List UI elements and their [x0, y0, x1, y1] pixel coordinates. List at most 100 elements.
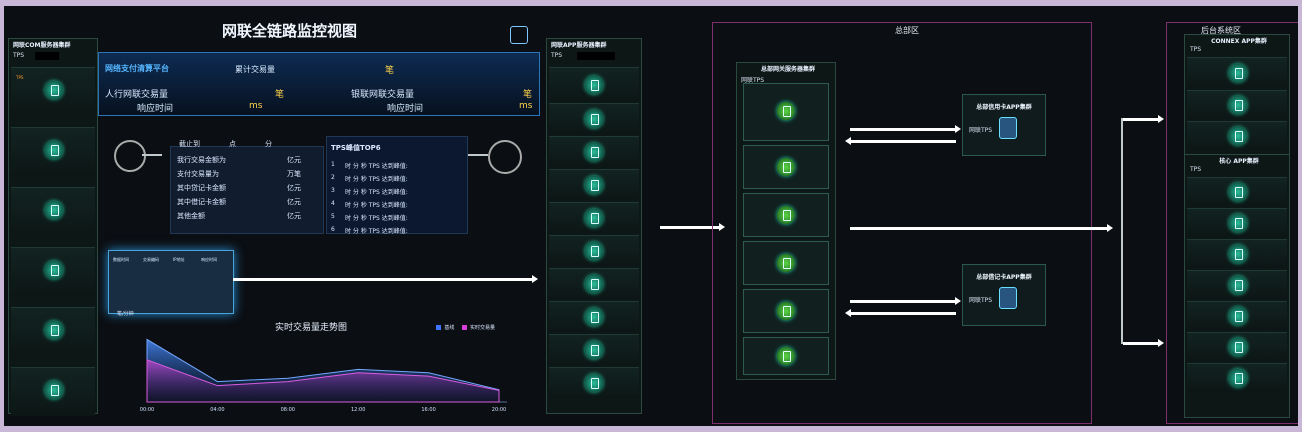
- server-icon: [585, 209, 603, 227]
- zone-title: 总部区: [895, 26, 919, 35]
- gateway-to-debit-arrow: [850, 297, 961, 305]
- server-icon: [585, 176, 603, 194]
- server-icon: [45, 81, 63, 99]
- core-row: [1187, 208, 1287, 237]
- app-server-row: [549, 202, 639, 233]
- credit-title: 总部信用卡APP集群: [976, 104, 1032, 111]
- cumulative-unit: 笔: [385, 66, 395, 76]
- left-panel-title: 网联COM服务器集群: [13, 42, 71, 49]
- left-tps-label: TPS: [13, 52, 25, 59]
- gateway-to-credit-arrow: [850, 125, 961, 133]
- top6-row-rank: 2: [331, 174, 335, 181]
- debit-app-icon: [999, 287, 1017, 309]
- server-icon: [585, 242, 603, 260]
- debit-tps-label: 网联TPS: [969, 297, 993, 304]
- summary-row-label: 支付交易量为: [177, 170, 219, 178]
- app-server-row: [549, 334, 639, 365]
- top6-row-rank: 4: [331, 200, 335, 207]
- gateway-row: [743, 241, 829, 285]
- app-tps-label: TPS: [551, 52, 563, 59]
- gateway-row: [743, 193, 829, 237]
- top6-row-rank: 1: [331, 161, 335, 168]
- gateway-cluster: 总部网关服务器集群 网联TPS: [736, 62, 836, 380]
- gateway-icon: [777, 158, 795, 176]
- gateway-row: [743, 289, 829, 333]
- transaction-detail-box: 数据时间 交易编码 IP地址 响应时间: [108, 250, 234, 314]
- money-icon: [114, 140, 146, 172]
- detail-header-response: 响应时间: [201, 257, 217, 262]
- left-volume-label: 人行网联交易量: [105, 90, 169, 100]
- summary-row-label: 我行交易金额为: [177, 156, 226, 164]
- summary-row-label: 其中借记卡金额: [177, 198, 226, 206]
- backend-connector: [1121, 118, 1123, 344]
- app-server-row: [549, 301, 639, 332]
- top6-row-text: 时 分 秒 TPS 达到峰值:: [345, 215, 408, 222]
- debit-card-app-cluster: 总部借记卡APP集群 网联TPS: [962, 264, 1046, 326]
- credit-to-gateway-arrow: [845, 137, 956, 145]
- gateway-icon: [777, 254, 795, 272]
- summary-row-unit: 亿元: [287, 198, 301, 206]
- legend-baseline: 基线: [444, 325, 455, 331]
- gateway-title: 总部网关服务器集群: [760, 66, 815, 73]
- summary-panel: 截止到 点 分 我行交易金额为 亿元 支付交易量为 万笔 其中贷记卡金额 亿元 …: [170, 140, 324, 234]
- left-row-indicator: TPS: [16, 75, 24, 80]
- connex-tps-label: TPS: [1190, 46, 1202, 53]
- connex-row: [1187, 57, 1287, 88]
- server-icon: [585, 110, 603, 128]
- top6-row-text: 时 分 秒 TPS 达到峰值:: [345, 176, 408, 183]
- chart-icon: [488, 140, 522, 174]
- server-icon: [45, 261, 63, 279]
- platform-summary: 网络支付清算平台 累计交易量 笔 人行网联交易量 笔 响应时间 ms 银联网联交…: [98, 52, 540, 116]
- server-icon: [45, 141, 63, 159]
- backend-arrow-bottom: [1123, 339, 1164, 347]
- core-title: 核心 APP集群: [1219, 158, 1259, 165]
- app-to-zone-arrow: [660, 223, 725, 231]
- debit-to-gateway-arrow: [845, 309, 956, 317]
- left-tps-value: [35, 52, 59, 60]
- gateway-icon: [777, 206, 795, 224]
- top6-title: TPS峰值TOP6: [331, 144, 381, 152]
- dashboard-title: 网联全链路监控视图: [222, 22, 358, 40]
- top6-row-text: 时 分 秒 TPS 达到峰值:: [345, 163, 408, 170]
- debit-title: 总部借记卡APP集群: [976, 274, 1032, 281]
- server-icon: [585, 308, 603, 326]
- app-server-row: [549, 103, 639, 134]
- app-server-row: [549, 367, 639, 398]
- server-icon: [1229, 183, 1247, 201]
- backend-zone-title: 后台系统区: [1201, 26, 1241, 35]
- tps-top6-panel: TPS峰值TOP6 1 时 分 秒 TPS 达到峰值: 2 时 分 秒 TPS …: [326, 136, 468, 235]
- trend-tick-label: 04:00: [210, 407, 224, 413]
- trend-tick-label: 16:00: [421, 407, 435, 413]
- summary-row-label: 其他金额: [177, 212, 205, 220]
- left-server-row: [11, 187, 95, 236]
- detail-header-code: 交易编码: [143, 257, 159, 262]
- trend-realtime-series: [146, 359, 500, 403]
- trend-ylabel: 笔/分钟: [117, 311, 134, 317]
- left-volume-unit: 笔: [275, 90, 285, 100]
- top6-row-rank: 6: [331, 226, 335, 233]
- top6-connector: [466, 154, 488, 156]
- app-panel-title: 网联APP服务器集群: [551, 42, 607, 49]
- server-icon: [45, 201, 63, 219]
- gateway-row: [743, 83, 829, 141]
- dashboard-screen: 网联COM服务器集群 TPS TPS 网联全链路监控视图 网络支付清算平台 累计…: [4, 6, 1298, 426]
- app-server-row: [549, 136, 639, 167]
- server-icon: [585, 275, 603, 293]
- core-cluster: 核心 APP集群 TPS: [1184, 154, 1290, 418]
- platform-name: 网络支付清算平台: [105, 64, 169, 73]
- left-server-row: [11, 247, 95, 296]
- summary-row-unit: 亿元: [287, 212, 301, 220]
- summary-row-unit: 万笔: [287, 170, 301, 178]
- app-server-row: [549, 169, 639, 200]
- top6-row-rank: 3: [331, 187, 335, 194]
- gateway-icon: [777, 102, 795, 120]
- server-icon: [1229, 214, 1247, 232]
- summary-point-label: 点: [229, 140, 236, 148]
- gateway-tps-label: 网联TPS: [741, 77, 765, 84]
- server-icon: [1229, 338, 1247, 356]
- core-tps-label: TPS: [1190, 166, 1202, 173]
- core-row: [1187, 239, 1287, 268]
- trend-title: 实时交易量走势图: [275, 323, 348, 333]
